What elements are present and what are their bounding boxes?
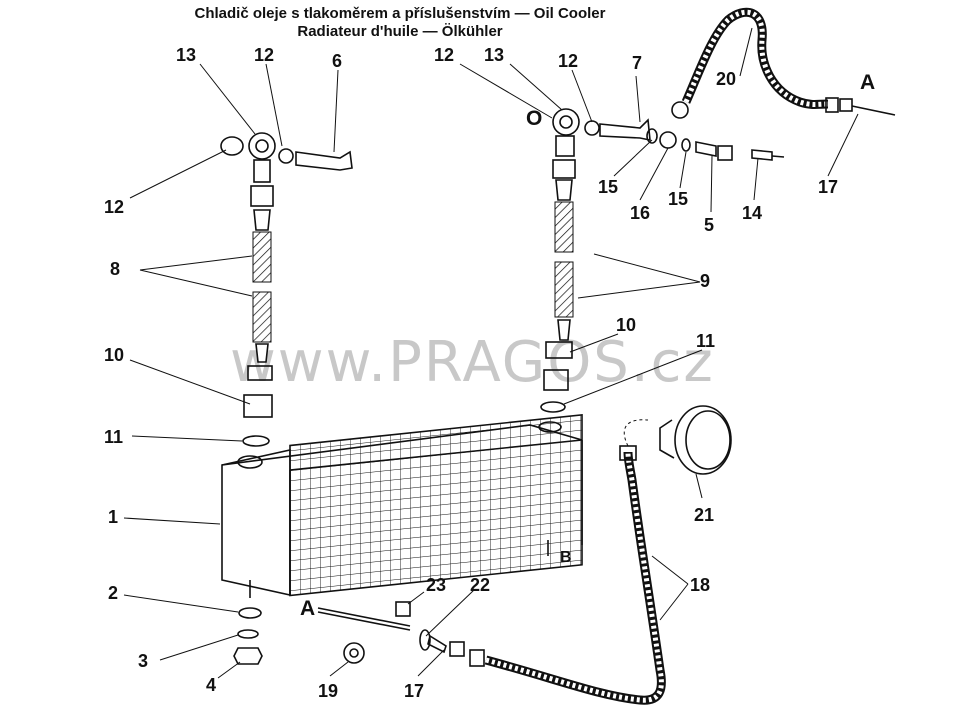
callout-b: B [560,549,572,566]
callout-a: A [860,71,876,94]
callout-9: 9 [700,271,711,291]
callout-16: 16 [630,203,651,223]
callout-23: 23 [426,575,447,595]
callout-15: 15 [598,177,619,197]
upper-right-fittings [659,7,896,161]
oil-cooler-radiator [221,413,583,598]
callout-11: 11 [104,427,124,447]
callout-2: 2 [108,583,119,603]
callout-11: 11 [696,331,716,351]
callout-12: 12 [558,51,579,71]
callout-10: 10 [104,345,125,365]
callout-1: 1 [108,507,119,527]
callout-21: 21 [694,505,715,525]
callout-18: 18 [690,575,711,595]
diagram-title-line-1: Chladič oleje s tlakoměrem a příslušenst… [194,5,606,22]
left-hose-assembly [220,132,353,447]
callout-13: 13 [176,45,197,65]
callout-o: O [526,107,543,130]
callout-12: 12 [254,45,275,65]
diagram-title-line-2: Radiateur d'huile — Ölkühler [297,23,503,40]
watermark: www.PRAGOS.cz [230,330,715,395]
callout-12: 12 [434,45,455,65]
callout-19: 19 [318,681,339,701]
callout-6: 6 [332,51,343,71]
right-hose-assembly [540,108,658,413]
callout-17: 17 [818,177,839,197]
callout-13: 13 [484,45,505,65]
callout-7: 7 [632,53,643,73]
callout-8: 8 [110,259,121,279]
leader-lines [123,27,859,679]
callout-22: 22 [470,575,491,595]
callout-15: 15 [668,189,689,209]
callout-20: 20 [716,69,737,89]
callout-5: 5 [704,215,715,235]
callout-17: 17 [404,681,425,701]
lower-assembly [233,405,732,705]
callout-a: A [300,597,316,620]
callout-12: 12 [104,197,125,217]
callout-4: 4 [206,675,217,695]
callout-14: 14 [742,203,763,223]
callout-3: 3 [138,651,149,671]
callout-10: 10 [616,315,637,335]
